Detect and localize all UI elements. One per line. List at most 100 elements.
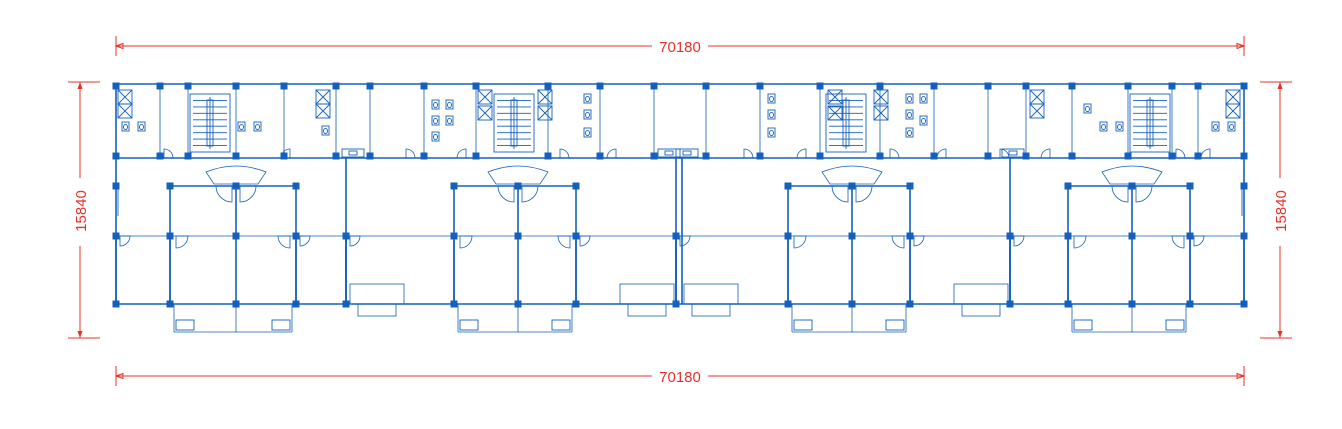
- structural-column: [848, 182, 856, 190]
- ac-unit: [793, 319, 813, 331]
- wall-rect: [357, 303, 397, 317]
- shaft-box: [315, 103, 331, 119]
- toilet-fixture: [137, 121, 146, 132]
- structural-column: [930, 82, 938, 90]
- structural-column: [672, 300, 680, 308]
- shaft-box: [1029, 103, 1045, 119]
- shaft-cross: [1225, 103, 1241, 119]
- wall-rect: [627, 303, 667, 317]
- door-swing: [497, 185, 515, 203]
- structural-column: [1064, 182, 1072, 190]
- door-swing: [889, 148, 900, 159]
- structural-column: [514, 182, 522, 190]
- shaft-cross: [477, 105, 493, 121]
- door-swing: [1040, 148, 1051, 159]
- door-swing: [349, 235, 361, 247]
- structural-column: [1022, 152, 1030, 160]
- door-swing: [796, 148, 807, 159]
- shaft-box: [537, 89, 553, 105]
- meter-box: [1001, 148, 1025, 158]
- door-swing: [1193, 235, 1205, 247]
- door-swing: [913, 235, 925, 247]
- structural-column: [702, 152, 710, 160]
- shaft-cross: [117, 89, 133, 105]
- structural-column: [184, 152, 192, 160]
- structural-column: [1128, 182, 1136, 190]
- shaft-cross: [117, 103, 133, 119]
- shaft-cross: [315, 103, 331, 119]
- toilet-fixture: [1211, 121, 1220, 132]
- toilet-bowl: [433, 133, 438, 141]
- toilet-fixture: [121, 121, 130, 132]
- structural-column: [342, 300, 350, 308]
- shaft-cross: [827, 105, 843, 121]
- door-swing: [1171, 235, 1185, 249]
- structural-column: [292, 300, 300, 308]
- toilet-fixture: [321, 125, 330, 136]
- structural-column: [906, 300, 914, 308]
- dimension-top: 70180: [114, 36, 1246, 56]
- ac-unit: [271, 319, 291, 331]
- door-swing: [521, 185, 539, 203]
- toilet-fixture: [431, 115, 440, 126]
- structural-column: [650, 82, 658, 90]
- structural-column: [420, 82, 428, 90]
- door-swing: [405, 148, 416, 159]
- toilet-bowl: [585, 129, 590, 137]
- structural-column: [906, 232, 914, 240]
- door-swing: [119, 235, 131, 247]
- structural-column: [1194, 152, 1202, 160]
- toilet-bowl: [447, 117, 452, 125]
- structural-column: [184, 82, 192, 90]
- structural-column: [672, 232, 680, 240]
- toilet-bowl: [447, 101, 452, 109]
- meter-box-inner: [1008, 150, 1018, 156]
- stair-well: [825, 93, 867, 153]
- toilet-fixture: [919, 93, 928, 104]
- door-swing: [743, 148, 754, 159]
- lobby-curve: [205, 165, 267, 185]
- structural-column: [366, 82, 374, 90]
- structural-column: [1068, 152, 1076, 160]
- toilet-fixture: [253, 121, 262, 132]
- structural-column: [702, 82, 710, 90]
- structural-column: [756, 82, 764, 90]
- toilet-bowl: [139, 123, 144, 131]
- structural-column: [1064, 300, 1072, 308]
- toilet-bowl: [123, 123, 128, 131]
- structural-column: [514, 232, 522, 240]
- structural-column: [1124, 152, 1132, 160]
- left-dimension-label: 15840: [73, 190, 90, 232]
- structural-column: [166, 182, 174, 190]
- toilet-fixture: [905, 127, 914, 138]
- structural-column: [332, 152, 340, 160]
- toilet-bowl: [907, 95, 912, 103]
- structural-column: [156, 152, 164, 160]
- structural-column: [848, 300, 856, 308]
- toilet-bowl: [585, 111, 590, 119]
- structural-column: [366, 152, 374, 160]
- toilet-bowl: [907, 111, 912, 119]
- structural-column: [156, 82, 164, 90]
- ac-unit: [1165, 319, 1185, 331]
- toilet-bowl: [239, 123, 244, 131]
- shaft-cross: [1029, 103, 1045, 119]
- door-swing: [1200, 148, 1211, 159]
- dimension-right: 15840: [1260, 81, 1292, 339]
- door-swing: [1111, 185, 1129, 203]
- door-swing: [579, 235, 591, 247]
- structural-column: [544, 152, 552, 160]
- bottom-dimension-label: 70180: [659, 369, 701, 386]
- structural-column: [650, 152, 658, 160]
- toilet-fixture: [1227, 121, 1236, 132]
- structural-column: [596, 152, 604, 160]
- plan-walls: [115, 83, 1245, 333]
- toilet-bowl: [433, 101, 438, 109]
- ac-unit: [551, 319, 571, 331]
- door-swing: [936, 148, 947, 159]
- structural-column: [280, 82, 288, 90]
- door-swing: [855, 185, 873, 203]
- structural-column: [876, 82, 884, 90]
- structural-column: [544, 82, 552, 90]
